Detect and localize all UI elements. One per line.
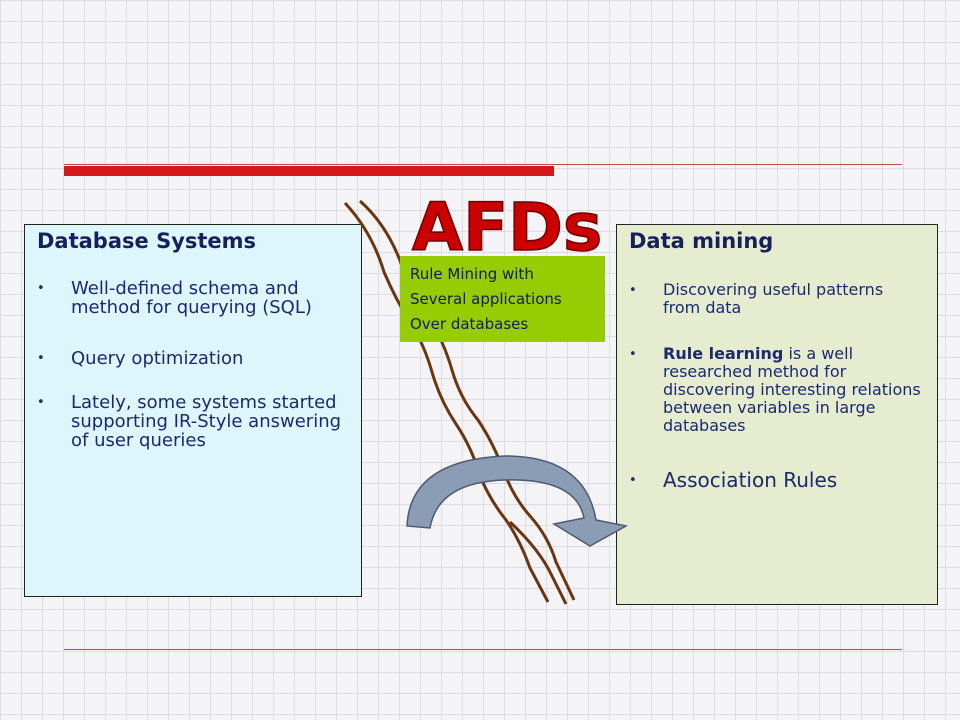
river-line-left bbox=[343, 201, 550, 603]
bullet-icon: • bbox=[37, 395, 45, 410]
list-item: • Rule learning is a well researched met… bbox=[629, 345, 923, 435]
bullet-icon: • bbox=[37, 281, 45, 296]
list-item: • Query optimization bbox=[37, 349, 343, 368]
top-accent-bar bbox=[64, 166, 554, 176]
top-thin-rule bbox=[64, 164, 902, 165]
list-item: • Well-defined schema and method for que… bbox=[37, 279, 343, 317]
callout-line: Several applications bbox=[410, 290, 562, 308]
list-item-text: Well-defined schema and method for query… bbox=[71, 278, 312, 318]
database-systems-panel: Database Systems • Well-defined schema a… bbox=[24, 224, 362, 597]
list-item-bold-text: Rule learning bbox=[663, 344, 784, 363]
bullet-icon: • bbox=[629, 347, 637, 362]
callout-line: Rule Mining with bbox=[410, 265, 534, 283]
list-item-text: is a well researched method for discover… bbox=[663, 344, 921, 435]
bottom-thin-rule bbox=[64, 649, 902, 650]
data-mining-panel: Data mining • Discovering useful pattern… bbox=[616, 224, 938, 605]
list-item-text: Lately, some systems started supporting … bbox=[71, 392, 342, 451]
list-item: • Lately, some systems started supportin… bbox=[37, 393, 343, 450]
slide-title: AFDs bbox=[412, 189, 602, 266]
database-systems-title: Database Systems bbox=[37, 229, 257, 253]
list-item-text: Discovering useful patterns from data bbox=[663, 280, 884, 317]
data-mining-list: • Discovering useful patterns from data … bbox=[629, 281, 923, 492]
bullet-icon: • bbox=[629, 283, 637, 298]
database-systems-list: • Well-defined schema and method for que… bbox=[37, 279, 343, 450]
bullet-icon: • bbox=[629, 473, 637, 488]
bullet-icon: • bbox=[37, 351, 45, 366]
list-item: • Discovering useful patterns from data bbox=[629, 281, 923, 317]
list-item-text: Association Rules bbox=[663, 468, 838, 492]
data-mining-title: Data mining bbox=[629, 229, 774, 253]
callout-line: Over databases bbox=[410, 315, 529, 333]
list-item-text: Query optimization bbox=[71, 348, 244, 369]
rule-mining-callout: Rule Mining with Several applications Ov… bbox=[400, 256, 605, 342]
list-item: • Association Rules bbox=[629, 469, 923, 491]
river-line-far bbox=[508, 520, 568, 605]
curved-arrow-icon bbox=[406, 455, 629, 547]
